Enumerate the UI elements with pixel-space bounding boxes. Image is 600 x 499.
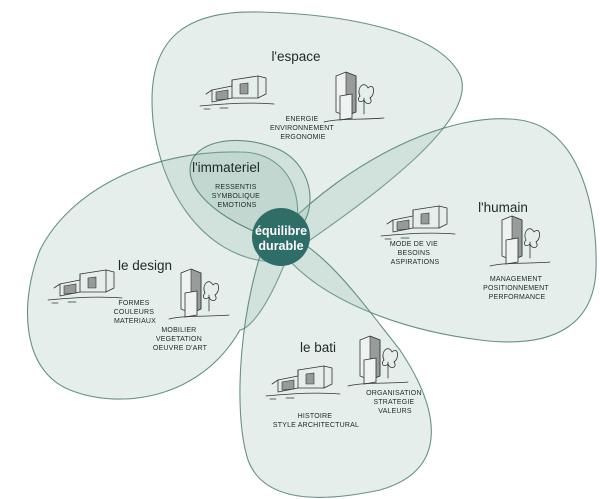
design-item: COULEURS bbox=[114, 309, 155, 316]
bati-item: STYLE ARCHITECTURAL bbox=[273, 422, 359, 429]
center-label-line2: durable bbox=[258, 239, 303, 253]
design-items-right: MOBILIER VEGETATION OEUVRE D'ART bbox=[153, 327, 208, 352]
center-label-line1: équilibre bbox=[255, 224, 307, 238]
petal-title-humain: l'humain bbox=[478, 200, 528, 215]
design-item: MATERIAUX bbox=[114, 318, 156, 325]
humain-item: BESOINS bbox=[398, 250, 431, 257]
bati-item: ORGANISATION bbox=[366, 390, 422, 397]
bati-item: HISTOIRE bbox=[298, 413, 333, 420]
bati-items-left: HISTOIRE STYLE ARCHITECTURAL bbox=[273, 413, 359, 429]
design-item: VEGETATION bbox=[156, 336, 202, 343]
design-item: FORMES bbox=[118, 300, 149, 307]
espace-item: ENERGIE bbox=[285, 116, 318, 123]
espace-item: ENVIRONNEMENT bbox=[270, 125, 335, 132]
humain-item: ASPIRATIONS bbox=[391, 259, 440, 266]
immateriel-item: EMOTIONS bbox=[218, 202, 257, 209]
humain-item: MANAGEMENT bbox=[490, 276, 543, 283]
espace-items: ENERGIE ENVIRONNEMENT ERGONOMIE bbox=[270, 116, 336, 141]
petal-design bbox=[27, 151, 299, 400]
design-items-left: FORMES COULEURS MATERIAUX bbox=[114, 300, 157, 325]
petal-bati bbox=[239, 227, 432, 498]
humain-items-left: MODE DE VIE BESOINS ASPIRATIONS bbox=[390, 241, 440, 266]
immateriel-item: SYMBOLIQUE bbox=[212, 193, 260, 200]
espace-item: ERGONOMIE bbox=[280, 134, 325, 141]
humain-item: PERFORMANCE bbox=[489, 294, 546, 301]
bati-items-right: ORGANISATION STRATEGIE VALEURS bbox=[366, 390, 424, 415]
design-item: OEUVRE D'ART bbox=[153, 345, 208, 352]
bati-item: VALEURS bbox=[378, 408, 412, 415]
petal-title-espace: l'espace bbox=[271, 49, 320, 64]
bati-item: STRATEGIE bbox=[373, 399, 414, 406]
petal-title-bati: le bati bbox=[300, 340, 336, 355]
humain-items-right: MANAGEMENT POSITIONNEMENT PERFORMANCE bbox=[483, 276, 551, 301]
humain-item: POSITIONNEMENT bbox=[483, 285, 549, 292]
petal-humain bbox=[281, 118, 597, 343]
petal-title-design: le design bbox=[118, 258, 172, 273]
center-circle bbox=[252, 208, 310, 266]
immateriel-item: RESSENTIS bbox=[215, 184, 257, 191]
humain-item: MODE DE VIE bbox=[390, 241, 438, 248]
immateriel-items: RESSENTIS SYMBOLIQUE EMOTIONS bbox=[212, 184, 262, 209]
petal-espace bbox=[151, 11, 463, 263]
design-item: MOBILIER bbox=[161, 327, 196, 334]
petal-title-immateriel: l'immateriel bbox=[192, 160, 260, 175]
